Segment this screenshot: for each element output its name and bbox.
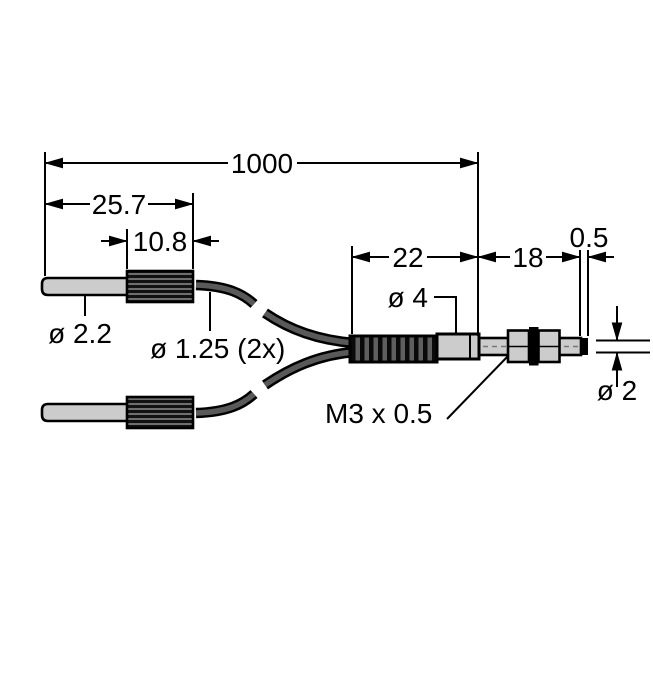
label-body-diameter: ø 4 — [388, 282, 428, 313]
cable-core — [195, 282, 256, 307]
upper-fiber-end — [40, 269, 195, 304]
sensor-head — [348, 327, 588, 366]
callout-body-diameter: ø 4 — [388, 282, 457, 333]
lock-washer — [529, 327, 539, 366]
dim-thread-length: 18 — [477, 242, 581, 273]
dim-overall-length: 1000 — [44, 148, 479, 179]
sensing-tip-face — [580, 338, 588, 355]
fiber-tip — [40, 276, 130, 297]
fiber-tip — [40, 402, 130, 423]
sensor-body — [435, 332, 481, 361]
label-thread-spec: M3 x 0.5 — [325, 398, 432, 429]
dim-ferrule-length: 10.8 — [101, 226, 219, 257]
lower-fiber-end — [40, 395, 195, 430]
dim-text-22: 22 — [392, 242, 423, 273]
cable-core — [263, 310, 355, 346]
dim-text-0-5: 0.5 — [570, 222, 609, 253]
label-fiber-cable-diameter: ø 1.25 (2x) — [150, 333, 285, 364]
cable-core — [263, 349, 355, 388]
extension-lines — [44, 152, 589, 336]
label-fiber-tip-diameter: ø 2.2 — [48, 318, 112, 349]
cable-core — [195, 391, 256, 416]
dim-text-10-8: 10.8 — [133, 226, 188, 257]
fiber-ferrule — [125, 395, 195, 430]
dim-sensor-body-length: 22 — [351, 242, 479, 273]
dim-fiber-end-length: 25.7 — [44, 189, 194, 220]
fiber-ferrule — [125, 269, 195, 304]
lower-fiber-cable — [195, 346, 355, 419]
upper-fiber-cable — [195, 279, 355, 349]
label-tip-diameter: ø 2 — [597, 375, 637, 406]
dim-tip-face-width: 0.5 — [570, 222, 614, 263]
dim-sensing-tip-diameter: ø 2 — [596, 306, 650, 406]
knurled-grip — [348, 334, 439, 364]
dim-text-25-7: 25.7 — [92, 189, 147, 220]
callout-fiber-tip-diameter: ø 2.2 — [48, 296, 112, 349]
callout-thread-spec: M3 x 0.5 — [325, 355, 509, 429]
dim-text-1000: 1000 — [231, 148, 293, 179]
dim-text-18: 18 — [512, 242, 543, 273]
callout-fiber-cable-diameter: ø 1.25 (2x) — [150, 292, 285, 364]
